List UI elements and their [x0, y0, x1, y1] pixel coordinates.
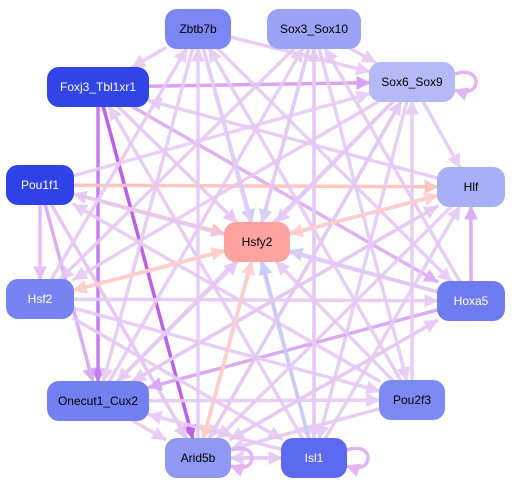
- edge-onecut1_cux2-to-arid5b: [131, 419, 167, 441]
- edge-pou1f1-to-hlf: [72, 179, 439, 194]
- node-isl1[interactable]: Isl1: [281, 438, 347, 478]
- node-hoxa5[interactable]: Hoxa5: [437, 281, 505, 321]
- edge-pou2f3-to-pou1f1: [72, 202, 381, 383]
- node-box: [6, 279, 74, 319]
- node-label: Hoxa5: [454, 294, 489, 308]
- node-box: [6, 165, 74, 205]
- edge-hsfy2-to-hlf: [288, 192, 439, 236]
- node-label: Arid5b: [181, 451, 216, 465]
- node-label: Foxj3_Tbl1xr1: [60, 80, 136, 94]
- node-label: Hsf2: [28, 292, 53, 306]
- node-label: Onecut1_Cux2: [58, 394, 138, 408]
- node-label: Hlf: [464, 180, 479, 194]
- node-box: [47, 67, 149, 107]
- node-box: [379, 380, 445, 420]
- node-sox6_sox9[interactable]: Sox6_Sox9: [369, 62, 455, 102]
- edge-isl1-to-hsfy2: [258, 260, 311, 440]
- node-pou1f1[interactable]: Pou1f1: [6, 165, 74, 205]
- node-box: [267, 9, 361, 49]
- edge-pou2f3-to-hsfy2: [274, 260, 395, 382]
- node-sox3_sox10[interactable]: Sox3_Sox10: [267, 9, 361, 49]
- node-box: [165, 9, 231, 49]
- self-loop-isl1: [345, 446, 370, 477]
- edge-sox6_sox9-to-hsf2: [72, 100, 380, 281]
- node-hsfy2[interactable]: Hsfy2: [224, 222, 290, 262]
- node-label: Pou1f1: [21, 178, 59, 192]
- node-label: Sox3_Sox10: [280, 22, 348, 36]
- self-loop-sox6_sox9: [453, 70, 478, 101]
- edge-zbtb7b-to-foxj3_tbl1xr1: [130, 46, 167, 69]
- node-onecut1_cux2[interactable]: Onecut1_Cux2: [47, 381, 149, 421]
- node-box: [369, 62, 455, 102]
- edge-sox3_sox10-to-hsf2: [58, 47, 296, 281]
- edge-arid5b-to-sox6_sox9: [207, 100, 403, 440]
- edge-hsfy2-to-hsf2: [72, 248, 226, 294]
- edge-onecut1_cux2-to-hsfy2: [116, 260, 239, 383]
- edge-hsf2-to-hoxa5: [72, 293, 439, 308]
- edge-hsf2-to-isl1: [72, 316, 283, 441]
- node-pou2f3[interactable]: Pou2f3: [379, 380, 445, 420]
- node-box: [224, 222, 290, 262]
- node-label: Hsfy2: [242, 235, 273, 249]
- node-box: [281, 438, 347, 478]
- edge-pou2f3-to-zbtb7b: [207, 47, 403, 382]
- edge-sox3_sox10-to-sox6_sox9: [349, 47, 377, 64]
- edge-hsf2-to-zbtb7b: [49, 47, 189, 281]
- edge-pou1f1-to-sox6_sox9: [72, 90, 371, 178]
- edge-hsfy2-to-arid5b: [200, 260, 254, 440]
- edge-isl1-to-onecut1_cux2: [147, 410, 283, 452]
- node-box: [165, 438, 231, 478]
- node-label: Isl1: [305, 451, 324, 465]
- edge-isl1-to-foxj3_tbl1xr1: [107, 105, 305, 440]
- node-hlf[interactable]: Hlf: [437, 167, 505, 207]
- node-label: Zbtb7b: [179, 22, 217, 36]
- node-arid5b[interactable]: Arid5b: [165, 438, 231, 478]
- edge-onecut1_cux2-to-pou2f3: [147, 393, 381, 408]
- node-foxj3_tbl1xr1[interactable]: Foxj3_Tbl1xr1: [47, 67, 149, 107]
- node-label: Sox6_Sox9: [381, 75, 443, 89]
- self-loop-arid5b: [229, 446, 254, 477]
- edge-sox6_sox9-to-hlf: [421, 100, 462, 169]
- edge-foxj3_tbl1xr1-to-hoxa5: [131, 105, 439, 284]
- edge-onecut1_cux2-to-hlf: [131, 204, 439, 383]
- node-hsf2[interactable]: Hsf2: [6, 279, 74, 319]
- node-zbtb7b[interactable]: Zbtb7b: [165, 9, 231, 49]
- node-box: [47, 381, 149, 421]
- node-label: Pou2f3: [393, 393, 431, 407]
- node-box: [437, 281, 505, 321]
- node-box: [437, 167, 505, 207]
